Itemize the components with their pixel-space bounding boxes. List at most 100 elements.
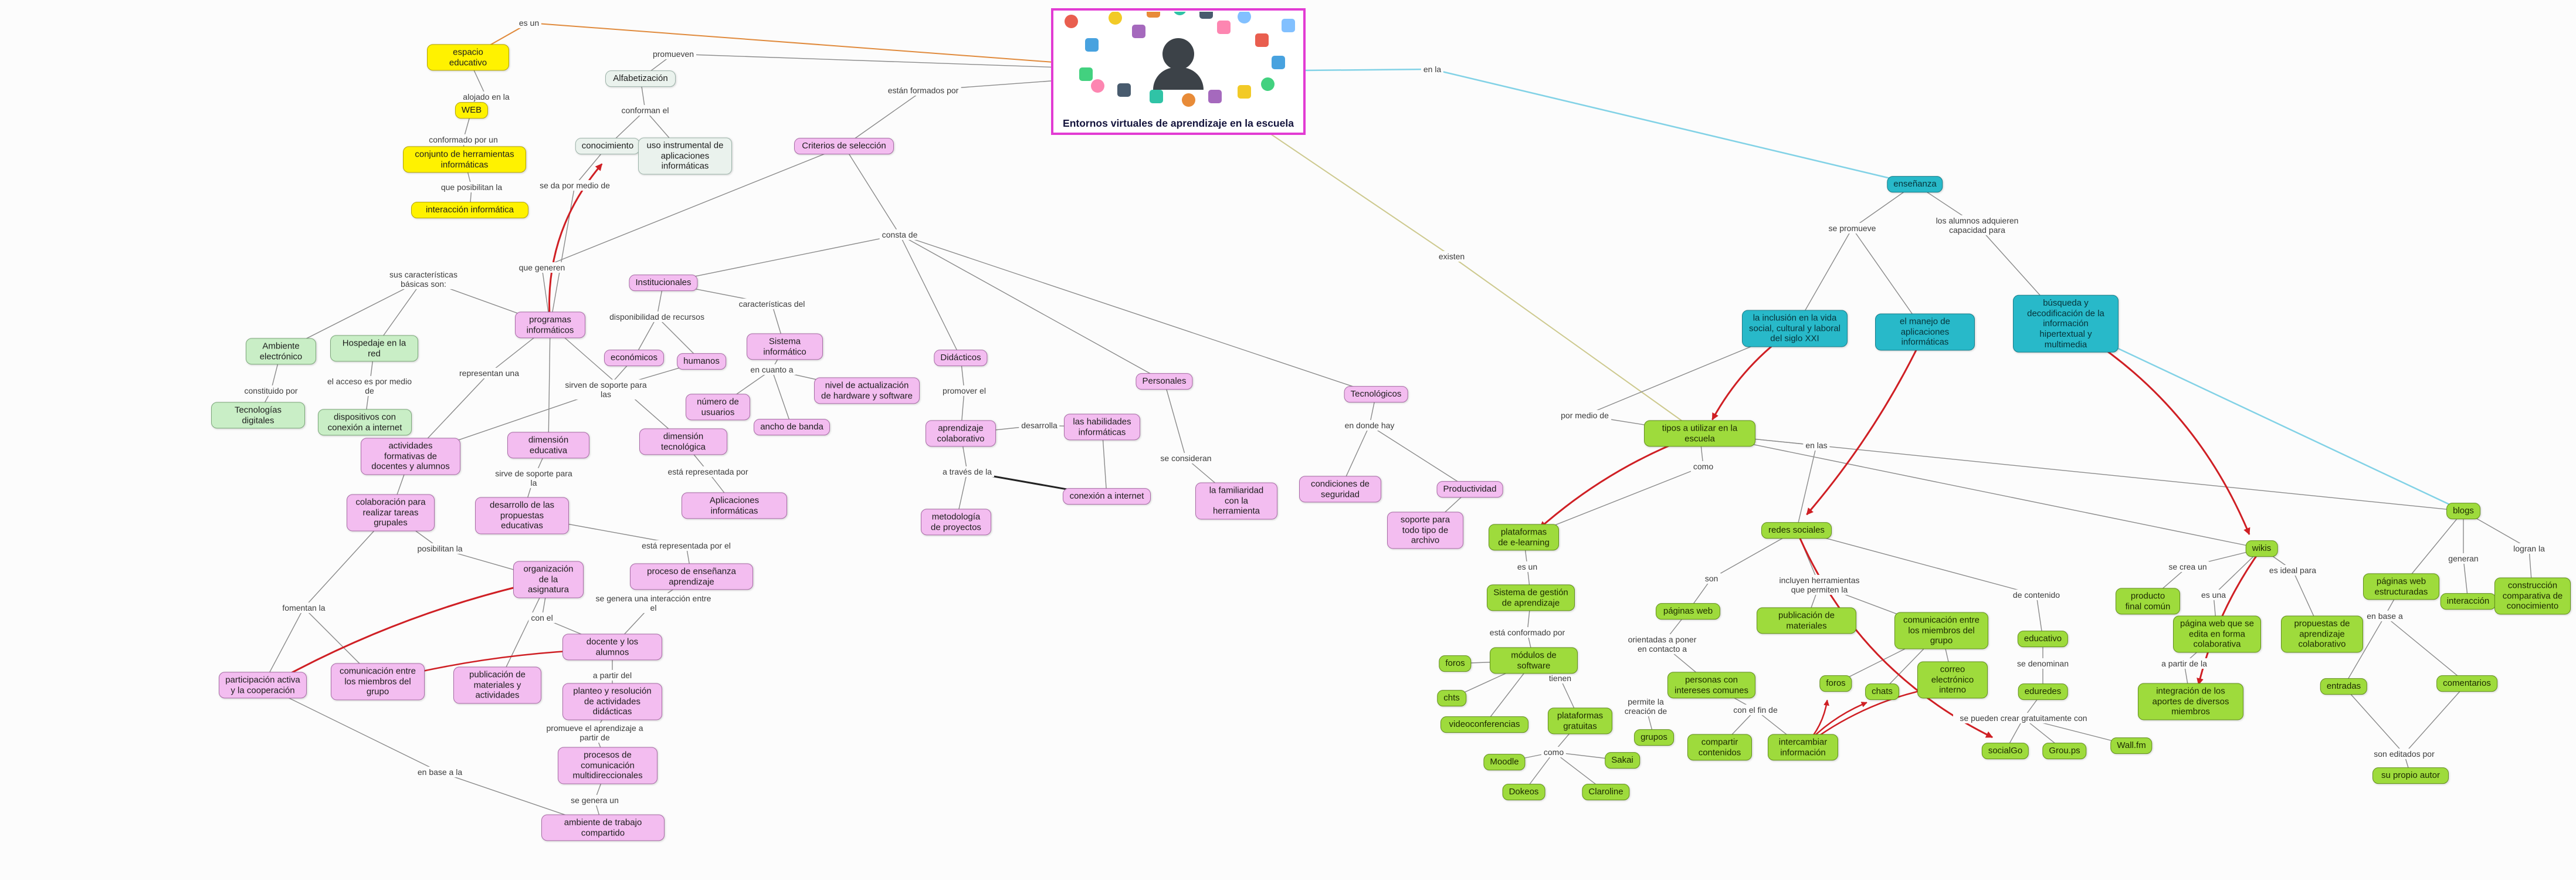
concept-dokeos[interactable]: Dokeos (1502, 784, 1545, 800)
concept-manejo-aplicaciones[interactable]: el manejo de aplicaciones informáticas (1875, 313, 1975, 351)
concept-grupos[interactable]: grupos (1634, 729, 1674, 746)
concept-ambiente-trabajo[interactable]: ambiente de trabajo compartido (541, 814, 665, 841)
concept-inclusion-vida-social[interactable]: la inclusión en la vida social, cultural… (1742, 310, 1848, 347)
link-label-lbl-crear-gratuitamente: se pueden crear gratuitamente con (1953, 712, 2094, 724)
concept-dimension-educativa[interactable]: dimensión educativa (507, 432, 589, 459)
concept-pagina-web-colaborativa[interactable]: página web que se edita en forma colabor… (2173, 615, 2261, 653)
concept-ambiente-electronico[interactable]: Ambiente electrónico (246, 338, 316, 365)
link-label-lbl-tienen: tienen (1546, 672, 1574, 684)
concept-sistema-gestion[interactable]: Sistema de gestión de aprendizaje (1487, 584, 1575, 611)
concept-nivel-actualizacion[interactable]: nivel de actualización de hardware y sof… (814, 377, 920, 404)
concept-metodologia-proyectos[interactable]: metodología de proyectos (921, 509, 991, 536)
concept-videoconferencias[interactable]: videoconferencias (1440, 716, 1528, 733)
concept-numero-usuarios[interactable]: número de usuarios (686, 394, 750, 421)
concept-institucionales[interactable]: Institucionales (629, 275, 698, 291)
concept-procesos-comunicacion[interactable]: procesos de comunicación multidirecciona… (558, 747, 657, 784)
concept-aprendizaje-colaborativo[interactable]: aprendizaje colaborativo (926, 420, 996, 447)
concept-entradas[interactable]: entradas (2320, 678, 2368, 695)
concept-educativo[interactable]: educativo (2017, 631, 2069, 647)
concept-paginas-estructuradas[interactable]: páginas web estructuradas (2363, 573, 2439, 600)
concept-chats-redes[interactable]: chats (1865, 683, 1899, 700)
link-label-lbl-es-un2: es un (1514, 561, 1540, 573)
concept-blogs[interactable]: blogs (2446, 503, 2480, 519)
concept-wallfm[interactable]: Wall.fm (2110, 737, 2153, 754)
concept-redes-sociales[interactable]: redes sociales (1761, 522, 1832, 539)
concept-uso-instrumental[interactable]: uso instrumental de aplicaciones informá… (638, 137, 732, 175)
concept-claroline[interactable]: Claroline (1582, 784, 1630, 800)
concept-comunicacion-miembros[interactable]: comunicación entre los miembros del grup… (1894, 612, 1988, 649)
concept-didacticos[interactable]: Didácticos (934, 350, 988, 366)
concept-eduredes[interactable]: eduredes (2018, 683, 2068, 700)
concept-compartir-contenidos[interactable]: compartir contenidos (1687, 734, 1752, 761)
concept-propuestas-aprendizaje[interactable]: propuestas de aprendizaje colaborativo (2281, 615, 2363, 653)
concept-aplicaciones-informaticas[interactable]: Aplicaciones informáticas (682, 492, 787, 519)
concept-publicacion-materiales[interactable]: publicación de materiales (1757, 607, 1856, 634)
concept-publicacion-actividades[interactable]: publicación de materiales y actividades (453, 666, 541, 704)
concept-plataformas-gratuitas[interactable]: plataformas gratuitas (1548, 708, 1612, 735)
concept-ensenanza[interactable]: enseñanza (1887, 176, 1943, 192)
concept-planteo-resolucion[interactable]: planteo y resolución de actividades didá… (562, 683, 662, 720)
concept-soporte-archivo[interactable]: soporte para todo tipo de archivo (1387, 512, 1463, 549)
concept-sistema-informatico[interactable]: Sistema informático (747, 333, 823, 360)
concept-foros-redes[interactable]: foros (1819, 675, 1852, 692)
concept-habilidades-informaticas[interactable]: las habilidades informáticas (1064, 414, 1140, 441)
concept-producto-final[interactable]: producto final común (2116, 588, 2180, 615)
concept-productividad[interactable]: Productividad (1436, 481, 1503, 497)
concept-wikis[interactable]: wikis (2245, 540, 2278, 557)
concept-intercambiar-informacion[interactable]: intercambiar información (1768, 734, 1838, 761)
concept-espacio-educativo[interactable]: espacio educativo (427, 44, 509, 71)
concept-correo-interno[interactable]: correo electrónico interno (1917, 661, 1988, 699)
concept-socialgo[interactable]: socialGo (1981, 743, 2029, 759)
concept-plataformas-elearning[interactable]: plataformas de e-learning (1489, 524, 1559, 551)
concept-criterios-seleccion[interactable]: Criterios de selección (794, 138, 894, 154)
title-image-node[interactable]: Entornos virtuales de aprendizaje en la … (1051, 8, 1306, 135)
concept-integracion-aportes[interactable]: integración de los aportes de diversos m… (2138, 683, 2243, 720)
concept-alfabetizacion[interactable]: Alfabetización (605, 70, 676, 87)
concept-tecnologias-digitales[interactable]: Tecnologías digitales (211, 402, 305, 429)
concept-participacion-activa[interactable]: participación activa y la cooperación (219, 672, 307, 699)
concept-comentarios[interactable]: comentarios (2436, 675, 2497, 692)
concept-hospedaje-red[interactable]: Hospedaje en la red (330, 335, 418, 362)
concept-conjunto-herramientas[interactable]: conjunto de herramientas informáticas (403, 146, 526, 173)
concept-personales[interactable]: Personales (1136, 373, 1193, 390)
concept-actividades-formativas[interactable]: actividades formativas de docentes y alu… (361, 438, 460, 475)
concept-desarrollo-propuestas[interactable]: desarrollo de las propuestas educativas (475, 497, 569, 534)
concept-proceso-ensenanza[interactable]: proceso de enseñanza aprendizaje (630, 563, 753, 590)
concept-personas-intereses[interactable]: personas con intereses comunes (1667, 672, 1755, 699)
concept-propio-autor[interactable]: su propio autor (2372, 767, 2449, 784)
link-label-lbl-interaccion-entre: se genera una interacción entre el (592, 593, 715, 614)
concept-construccion-conocimiento[interactable]: construcción comparativa de conocimiento (2494, 577, 2571, 615)
concept-docente-alumnos[interactable]: docente y los alumnos (562, 634, 662, 661)
concept-foros-elearning[interactable]: foros (1439, 655, 1472, 672)
concept-ancho-banda[interactable]: ancho de banda (754, 419, 830, 435)
concept-chats-elearning[interactable]: chts (1437, 690, 1466, 706)
edge-tipos-utilizar--plataformas-elearning (1539, 432, 1700, 529)
edge-personales--lbl-se-consideran (1164, 381, 1187, 459)
concept-interaccion-informatica[interactable]: interacción informática (411, 202, 528, 218)
concept-paginas-web[interactable]: páginas web (1656, 603, 1720, 620)
concept-modulos-software[interactable]: módulos de software (1490, 647, 1578, 674)
concept-dimension-tecnologica[interactable]: dimensión tecnológica (639, 428, 727, 455)
concept-interaccion-blog[interactable]: interacción (2440, 593, 2496, 610)
link-label-lbl-es-una-w: es una (2198, 589, 2229, 601)
concept-condiciones-seguridad[interactable]: condiciones de seguridad (1299, 476, 1381, 503)
concept-groups[interactable]: Grou.ps (2042, 743, 2087, 759)
concept-comunicacion-grupo[interactable]: comunicación entre los miembros del grup… (331, 663, 425, 700)
concept-tipos-utilizar[interactable]: tipos a utilizar en la escuela (1644, 420, 1755, 447)
link-label-lbl-que-posibilitan-la: que posibilitan la (438, 181, 505, 193)
concept-moodle[interactable]: Moodle (1483, 754, 1526, 770)
concept-organizacion-asignatura[interactable]: organización de la asignatura (513, 561, 584, 598)
concept-programas-informaticos[interactable]: programas informáticos (515, 312, 585, 339)
concept-web[interactable]: WEB (455, 102, 489, 119)
concept-economicos[interactable]: económicos (604, 350, 665, 366)
concept-busqueda-decodificacion[interactable]: búsqueda y decodificación de la informac… (2013, 295, 2119, 353)
concept-dispositivos-conexion[interactable]: dispositivos con conexión a internet (318, 409, 412, 436)
concept-conocimiento[interactable]: conocimiento (575, 138, 640, 154)
concept-sakai[interactable]: Sakai (1605, 752, 1640, 769)
edge-lbl-consta-de--institucionales (663, 234, 900, 283)
concept-tecnologicos[interactable]: Tecnológicos (1344, 386, 1408, 402)
concept-colaboracion-tareas[interactable]: colaboración para realizar tareas grupal… (347, 494, 435, 532)
concept-familiaridad-herramienta[interactable]: la familiaridad con la herramienta (1195, 482, 1277, 520)
concept-humanos[interactable]: humanos (677, 353, 726, 370)
concept-conexion-internet[interactable]: conexión a internet (1063, 488, 1151, 505)
